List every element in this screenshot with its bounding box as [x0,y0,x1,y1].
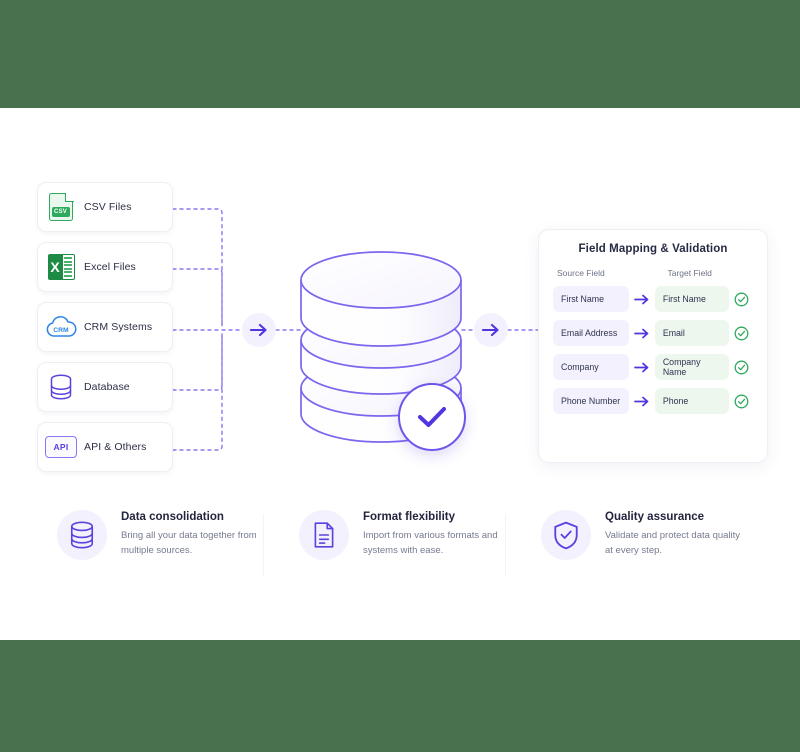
source-card-label: Database [84,381,130,393]
source-card-label: Excel Files [84,261,136,273]
feature-strip: Data consolidation Bring all your data t… [57,508,747,576]
source-column-header: Source Field [557,268,605,278]
shield-check-icon [541,510,591,560]
source-cards-list: CSV CSV Files X Excel Files [37,182,173,482]
field-mapping-panel: Field Mapping & Validation Source Field … [538,229,768,463]
flow-arrow-into-mapping[interactable] [474,313,508,347]
database-icon [57,510,107,560]
feature-quality-assurance: Quality assurance Validate and protect d… [505,508,747,576]
feature-title: Quality assurance [605,511,705,523]
flow-arrow-into-database[interactable] [242,313,276,347]
source-field-value[interactable]: Email Address [553,320,630,346]
csv-badge-label: CSV [51,207,70,217]
feature-divider [505,514,506,576]
map-arrow-icon [629,396,655,407]
source-card-database[interactable]: Database [37,362,173,412]
source-card-csv[interactable]: CSV CSV Files [37,182,173,232]
feature-data-consolidation: Data consolidation Bring all your data t… [57,508,263,560]
feature-title: Format flexibility [363,511,456,523]
source-card-label: API & Others [84,441,147,453]
feature-format-flexibility: Format flexibility Import from various f… [263,508,505,576]
source-field-value[interactable]: Company [553,354,630,380]
excel-x-label: X [47,254,63,280]
csv-file-icon: CSV [38,192,84,221]
validation-check-icon [729,292,753,307]
crm-cloud-icon: CRM [38,315,84,339]
feature-title: Data consolidation [121,511,224,523]
document-icon [299,510,349,560]
source-card-crm[interactable]: CRM CRM Systems [37,302,173,352]
field-mapping-row[interactable]: First Name First Name [539,286,767,312]
feature-divider [263,514,264,576]
api-icon: API [38,436,84,458]
field-mapping-row[interactable]: Company Company Name [539,354,767,380]
feature-description: Import from various formats and systems … [363,530,498,556]
source-card-label: CRM Systems [84,321,153,333]
crm-badge-label: CRM [53,327,69,334]
target-field-value[interactable]: Email [654,320,730,346]
map-arrow-icon [629,362,655,373]
feature-description: Bring all your data together from multip… [121,530,257,556]
panel-column-headers: Source Field Target Field [539,268,767,278]
panel-title: Field Mapping & Validation [578,243,728,255]
target-field-value[interactable]: First Name [654,286,730,312]
validation-check-icon [729,326,753,341]
map-arrow-icon [629,328,655,339]
source-card-excel[interactable]: X Excel Files [37,242,173,292]
target-column-header: Target Field [667,268,712,278]
arrow-right-icon [482,323,499,337]
excel-file-icon: X [38,254,84,280]
arrow-right-icon [250,323,267,337]
check-icon [418,407,446,427]
source-field-value[interactable]: First Name [553,286,630,312]
database-validated-check-badge [398,383,466,451]
source-card-api[interactable]: API API & Others [37,422,173,472]
target-field-value[interactable]: Company Name [654,354,730,380]
field-mapping-row[interactable]: Phone Number Phone [539,388,767,414]
api-badge-label: API [45,436,77,458]
map-arrow-icon [629,294,655,305]
feature-description: Validate and protect data quality at eve… [605,530,741,556]
field-mapping-row[interactable]: Email Address Email [539,320,767,346]
source-field-value[interactable]: Phone Number [553,388,630,414]
database-icon [38,374,84,400]
validation-check-icon [729,394,753,409]
source-card-label: CSV Files [84,201,132,213]
target-field-value[interactable]: Phone [654,388,730,414]
validation-check-icon [729,360,753,375]
